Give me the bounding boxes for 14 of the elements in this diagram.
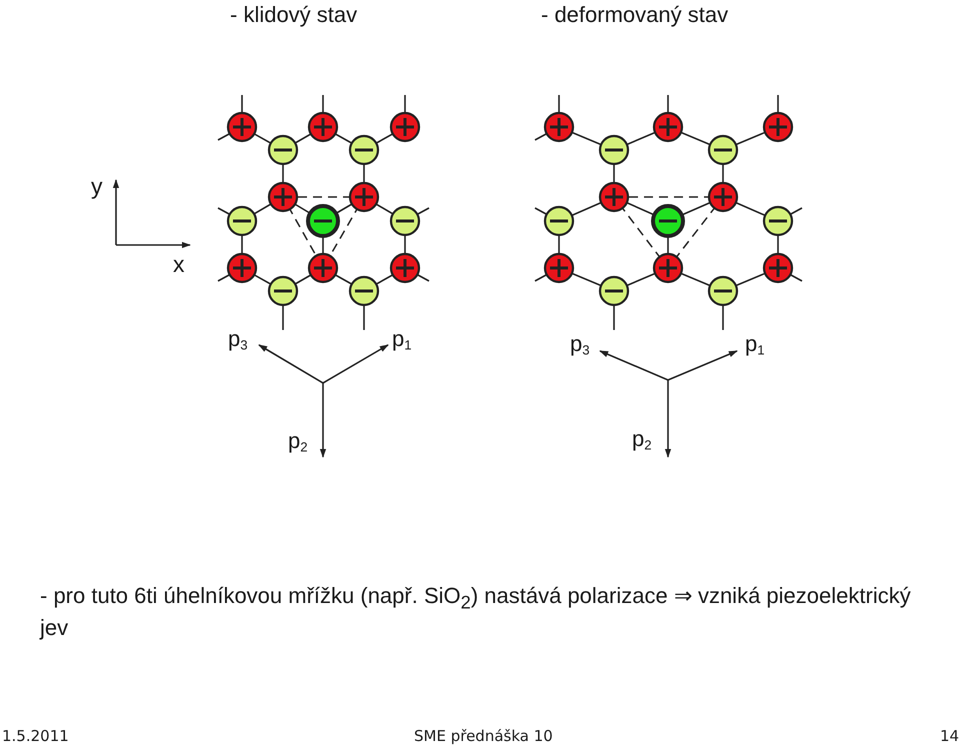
vector-label: p$_{3}$ <box>570 333 590 356</box>
vector-label: p$_{1}$ <box>392 328 412 352</box>
heading-text: - deformovaný stav <box>541 4 728 26</box>
axis-label: x <box>173 253 184 276</box>
axis-label: y <box>91 175 102 198</box>
footer-date: 1.5.2011 <box>2 729 69 744</box>
heading-text: - klidový stav <box>230 4 358 26</box>
vector-label: p$_{2}$ <box>288 430 308 454</box>
vector-label: p$_{1}$ <box>745 333 765 356</box>
caption-text: - pro tuto 6ti úhelníkovou mřížku (např. SiO$_{2}$) nastává polarizace ⇒ vzniká piezoelektrický jev <box>40 582 912 642</box>
vector-label: p$_{3}$ <box>228 328 248 352</box>
vector-label: p$_{2}$ <box>632 428 652 452</box>
page-number: 14 <box>940 729 960 744</box>
footer-text: SME přednáška 10 <box>414 729 553 744</box>
